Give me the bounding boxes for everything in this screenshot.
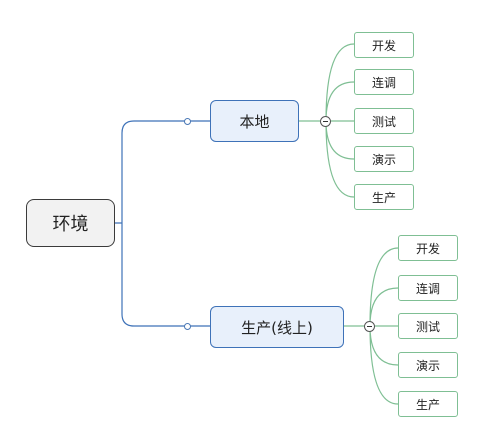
leaf-node-local-prod[interactable]: 生产	[354, 184, 414, 210]
root-node[interactable]: 环境	[26, 199, 115, 247]
leaf-node-local-demo[interactable]: 演示	[354, 146, 414, 172]
leaf-label: 连调	[415, 281, 440, 296]
leaf-node-local-test[interactable]: 测试	[354, 108, 414, 134]
collapse-toggle-icon[interactable]	[320, 116, 331, 127]
branch-1-anchor-dot	[184, 118, 191, 125]
root-node-label: 环境	[52, 214, 89, 235]
leaf-label: 连调	[371, 75, 396, 90]
leaf-node-online-demo[interactable]: 演示	[398, 352, 458, 378]
leaf-label: 开发	[371, 38, 396, 53]
leaf-node-online-dev[interactable]: 开发	[398, 235, 458, 261]
branch-node-online-label: 生产(线上)	[241, 318, 313, 337]
branch-1-connector	[299, 43, 355, 198]
branch-node-online[interactable]: 生产(线上)	[210, 306, 344, 348]
leaf-label: 演示	[371, 152, 396, 167]
leaf-node-online-integration[interactable]: 连调	[398, 275, 458, 301]
branch-2-connector	[344, 247, 399, 405]
collapse-toggle-icon[interactable]	[364, 321, 375, 332]
leaf-label: 测试	[371, 114, 396, 129]
leaf-label: 开发	[415, 241, 440, 256]
branch-2-anchor-dot	[184, 323, 191, 330]
branch-node-local-label: 本地	[239, 112, 270, 131]
leaf-node-online-prod[interactable]: 生产	[398, 391, 458, 417]
leaf-node-local-dev[interactable]: 开发	[354, 32, 414, 58]
leaf-label: 生产	[415, 397, 440, 412]
leaf-node-online-test[interactable]: 测试	[398, 313, 458, 339]
leaf-node-local-integration[interactable]: 连调	[354, 69, 414, 95]
leaf-label: 演示	[415, 358, 440, 373]
branch-node-local[interactable]: 本地	[210, 100, 299, 142]
leaf-label: 测试	[415, 319, 440, 334]
leaf-label: 生产	[371, 190, 396, 205]
root-connector	[115, 120, 188, 327]
